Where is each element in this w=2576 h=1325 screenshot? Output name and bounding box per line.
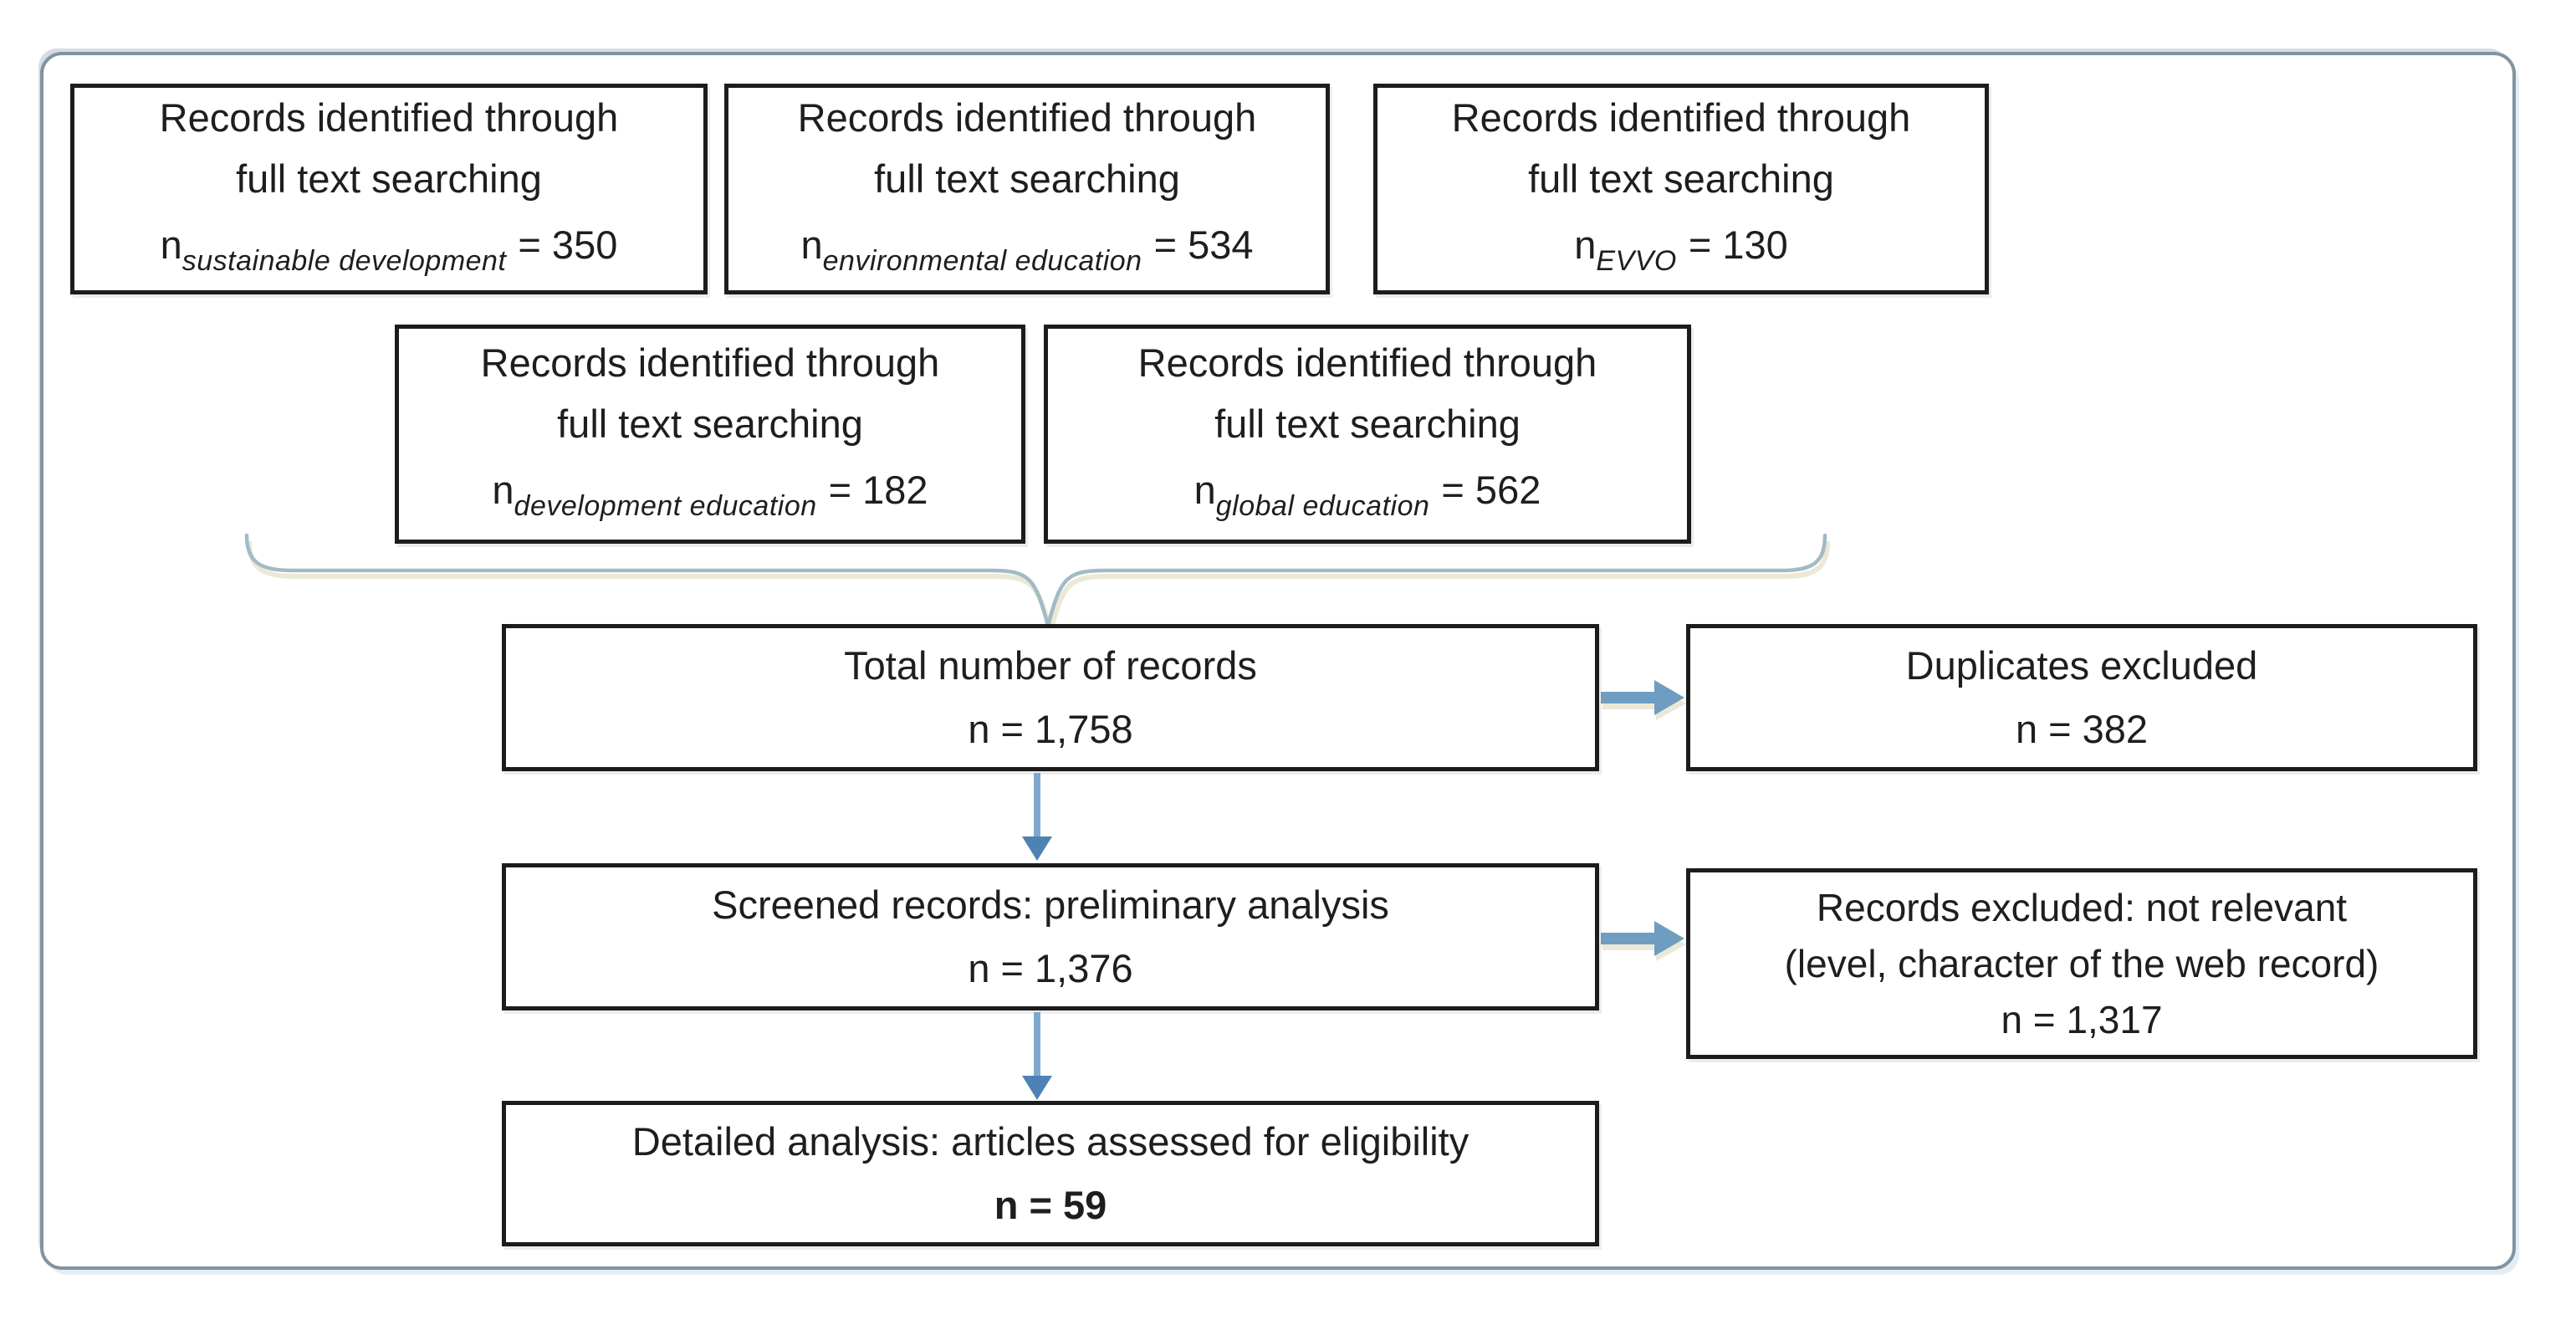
box-text-line: full text searching: [236, 156, 542, 201]
arrow-down-icon: [1014, 773, 1061, 862]
records-excluded-box: Records excluded: not relevant (level, c…: [1686, 868, 2477, 1059]
duplicates-excluded-box: Duplicates excluded n = 382: [1686, 624, 2477, 771]
box-count-line: nEVVO = 130: [1574, 214, 1788, 292]
box-text-line: Records excluded: not relevant: [1816, 885, 2348, 929]
box-text-line: Total number of records: [844, 643, 1257, 688]
n-value: = 182: [828, 467, 928, 512]
arrow-down-icon: [1014, 1012, 1061, 1101]
source-box-evvo: Records identified through full text sea…: [1373, 84, 1989, 294]
box-text-line: full text searching: [557, 401, 863, 446]
arrow-right-icon: [1601, 671, 1688, 724]
n-subscript: sustainable development: [181, 244, 507, 277]
total-records-box: Total number of records n = 1,758: [502, 624, 1599, 771]
box-count-line: nsustainable development = 350: [161, 214, 618, 292]
source-box-sustainable-development: Records identified through full text sea…: [70, 84, 708, 294]
box-text-line: Records identified through: [480, 340, 940, 385]
n-value: = 130: [1688, 222, 1788, 267]
box-count-line: nenvironmental education = 534: [800, 214, 1253, 292]
source-box-environmental-education: Records identified through full text sea…: [724, 84, 1330, 294]
n-subscript: EVVO: [1596, 244, 1677, 277]
box-count-line: n = 382: [2015, 707, 2149, 751]
curly-brace-icon: [238, 525, 1832, 634]
box-text-line: Records identified through: [1451, 95, 1911, 140]
n-symbol: n: [1193, 467, 1216, 512]
box-text-line: full text searching: [1214, 401, 1521, 446]
box-text-line: Screened records: preliminary analysis: [712, 882, 1389, 927]
n-symbol: n: [1574, 222, 1597, 267]
box-count-line: nglobal education = 562: [1194, 459, 1541, 537]
arrow-right-icon: [1601, 912, 1688, 965]
n-symbol: n: [160, 222, 182, 267]
box-text-line: Duplicates excluded: [1905, 643, 2258, 688]
box-count-line: ndevelopment education = 182: [492, 459, 928, 537]
n-value: = 534: [1153, 222, 1254, 267]
box-count-line: n = 1,376: [968, 946, 1133, 990]
box-text-line: full text searching: [874, 156, 1180, 201]
n-subscript: development education: [514, 489, 817, 522]
n-value: = 350: [518, 222, 618, 267]
n-symbol: n: [492, 467, 514, 512]
n-subscript: environmental education: [822, 244, 1142, 277]
n-symbol: n: [800, 222, 823, 267]
screened-records-box: Screened records: preliminary analysis n…: [502, 863, 1599, 1010]
source-box-global-education: Records identified through full text sea…: [1044, 325, 1691, 544]
box-text-line: Records identified through: [1137, 340, 1597, 385]
n-value: = 562: [1441, 467, 1541, 512]
box-text-line: Detailed analysis: articles assessed for…: [631, 1119, 1469, 1164]
box-count-line: n = 1,317: [2001, 997, 2163, 1041]
box-text-line: full text searching: [1528, 156, 1834, 201]
box-count-line: n = 1,758: [968, 707, 1133, 751]
box-text-line: (level, character of the web record): [1784, 941, 2379, 985]
box-text-line: Records identified through: [159, 95, 619, 140]
source-box-development-education: Records identified through full text sea…: [395, 325, 1025, 544]
detailed-analysis-box: Detailed analysis: articles assessed for…: [502, 1101, 1599, 1246]
box-text-line: Records identified through: [797, 95, 1257, 140]
box-count-line: n = 59: [994, 1183, 1107, 1227]
n-subscript: global education: [1215, 489, 1430, 522]
